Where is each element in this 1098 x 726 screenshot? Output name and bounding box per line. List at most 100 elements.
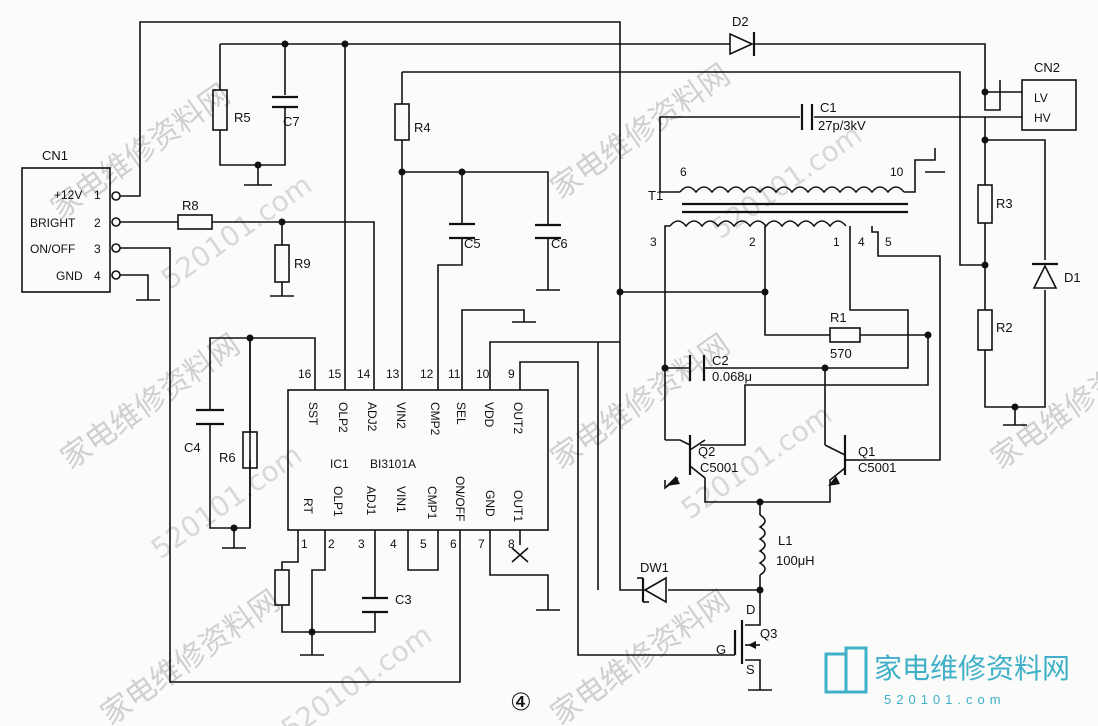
- cn1-pin2-label: BRIGHT: [30, 216, 76, 230]
- brand-name: 家电维修资料网: [874, 653, 1070, 684]
- pin-num: 14: [357, 367, 371, 381]
- diode-dw1: DW1: [637, 560, 669, 604]
- svg-text:CN2: CN2: [1034, 60, 1060, 75]
- ic1-top-pins: 16 15 14 13 12 11 10 9 SST OLP2 ADJ2 VIN…: [298, 367, 525, 436]
- watermark-text: 家电维修资料网: [95, 583, 287, 726]
- pin-num: 1: [301, 537, 308, 551]
- svg-text:R9: R9: [294, 256, 311, 271]
- resistor-r8: R8: [177, 198, 213, 230]
- pin-name: GND: [483, 490, 497, 517]
- cn1-label: CN1: [42, 148, 68, 163]
- connector-cn1: CN1 +12V 1 BRIGHT 2 ON/OFF 3 GND 4: [21, 148, 121, 293]
- svg-text:Q3: Q3: [760, 626, 777, 641]
- resistor-r2: R2: [977, 290, 1046, 426]
- pin-num: 6: [450, 537, 457, 551]
- pin-num: 8: [508, 537, 515, 551]
- cn1-pin3-num: 3: [94, 242, 101, 256]
- svg-text:C7: C7: [283, 114, 300, 129]
- capacitor-c6: C6: [535, 223, 568, 251]
- resistor-r3: R3: [977, 117, 1046, 310]
- svg-text:C1: C1: [820, 100, 837, 115]
- pin-name: VDD: [482, 402, 496, 428]
- capacitor-c5: C5: [449, 222, 481, 251]
- watermark-text: 家电维修资料网: [55, 327, 247, 476]
- cn1-pin4-num: 4: [94, 269, 101, 283]
- resistor-r5: R5: [212, 89, 251, 131]
- pin-name: OLP2: [336, 402, 350, 433]
- junction-dots: [230, 40, 1019, 636]
- cn1-pin4-label: GND: [56, 269, 83, 283]
- wiring: [120, 21, 986, 683]
- transformer-t1: T1 6 10 3 2 1 4 5: [648, 148, 945, 249]
- transistor-q2: Q2 C5001: [664, 435, 760, 503]
- inductor-l1: L1 100μH: [758, 502, 815, 600]
- svg-text:G: G: [716, 642, 726, 657]
- svg-text:C3: C3: [395, 592, 412, 607]
- watermark-text: 家电维修资料网: [545, 57, 737, 206]
- transistor-q1: Q1 C5001: [760, 435, 896, 503]
- svg-text:R5: R5: [234, 110, 251, 125]
- resistor-r6: R6: [219, 431, 258, 469]
- resistor-r4: R4: [394, 103, 431, 141]
- pin-num: 9: [508, 367, 515, 381]
- svg-text:LV: LV: [1034, 91, 1048, 105]
- watermark-url: 520101.com: [705, 118, 868, 246]
- svg-text:Q2: Q2: [698, 444, 715, 459]
- pin-name: OUT2: [511, 402, 525, 434]
- svg-text:3: 3: [650, 235, 657, 249]
- ic1: IC1 BI3101A 16 15 14 13 12 11 10 9 SST O…: [287, 367, 549, 551]
- svg-text:1: 1: [833, 235, 840, 249]
- resistor-r9: R9: [274, 244, 311, 283]
- svg-text:D: D: [746, 602, 755, 617]
- pin-num: 15: [328, 367, 342, 381]
- brand-logo: 家电维修资料网 520101.com: [824, 646, 1070, 707]
- ic1-bottom-pins: RT OLP1 ADJ1 VIN1 CMP1 ON/OFF GND OUT1 1…: [301, 476, 525, 551]
- pin-num: 10: [476, 367, 490, 381]
- svg-text:R2: R2: [996, 320, 1013, 335]
- figure-number: ④: [510, 689, 532, 716]
- capacitor-c1: C1 27p/3kV: [800, 100, 866, 133]
- mosfet-q3: D G S Q3: [716, 600, 777, 691]
- svg-text:D1: D1: [1064, 270, 1081, 285]
- connector-cn2: CN2 LV HV: [659, 60, 1077, 160]
- ic1-part: BI3101A: [370, 457, 416, 471]
- pin-name: SEL: [454, 402, 468, 425]
- svg-text:Q1: Q1: [858, 444, 875, 459]
- pin-name: OLP1: [331, 486, 345, 517]
- svg-text:D2: D2: [732, 14, 749, 29]
- svg-text:10: 10: [890, 165, 904, 179]
- pin-name: CMP2: [428, 402, 442, 436]
- cn1-pin1-label: +12V: [54, 188, 82, 202]
- capacitor-c7: C7: [272, 95, 300, 129]
- cn1-pin2-num: 2: [94, 216, 101, 230]
- brand-url: 520101.com: [884, 692, 1006, 707]
- svg-text:C2: C2: [712, 353, 729, 368]
- pin-num: 12: [420, 367, 434, 381]
- svg-text:100μH: 100μH: [776, 553, 815, 568]
- svg-text:④: ④: [510, 689, 532, 716]
- pin-num: 13: [386, 367, 400, 381]
- resistor-r1: R1 570: [829, 310, 861, 361]
- svg-text:R4: R4: [414, 120, 431, 135]
- svg-text:R8: R8: [182, 198, 199, 213]
- svg-text:C5: C5: [464, 236, 481, 251]
- svg-text:R3: R3: [996, 196, 1013, 211]
- pin-name: CMP1: [425, 486, 439, 520]
- svg-text:0.068μ: 0.068μ: [712, 369, 752, 384]
- svg-text:C5001: C5001: [700, 460, 738, 475]
- pin-num: 7: [478, 537, 485, 551]
- cn1-pin1-num: 1: [94, 188, 101, 202]
- svg-text:4: 4: [858, 235, 865, 249]
- pin-name: ADJ1: [364, 486, 378, 516]
- svg-text:R1: R1: [830, 310, 847, 325]
- pin-num: 2: [328, 537, 335, 551]
- pin-num: 11: [448, 367, 461, 381]
- svg-text:DW1: DW1: [640, 560, 669, 575]
- svg-text:2: 2: [749, 235, 756, 249]
- pin-name: OUT1: [511, 490, 525, 522]
- capacitor-c2: C2 0.068μ: [688, 353, 752, 384]
- pin-name: VIN2: [394, 402, 408, 429]
- svg-text:R6: R6: [219, 450, 236, 465]
- pin-name: SST: [306, 402, 320, 426]
